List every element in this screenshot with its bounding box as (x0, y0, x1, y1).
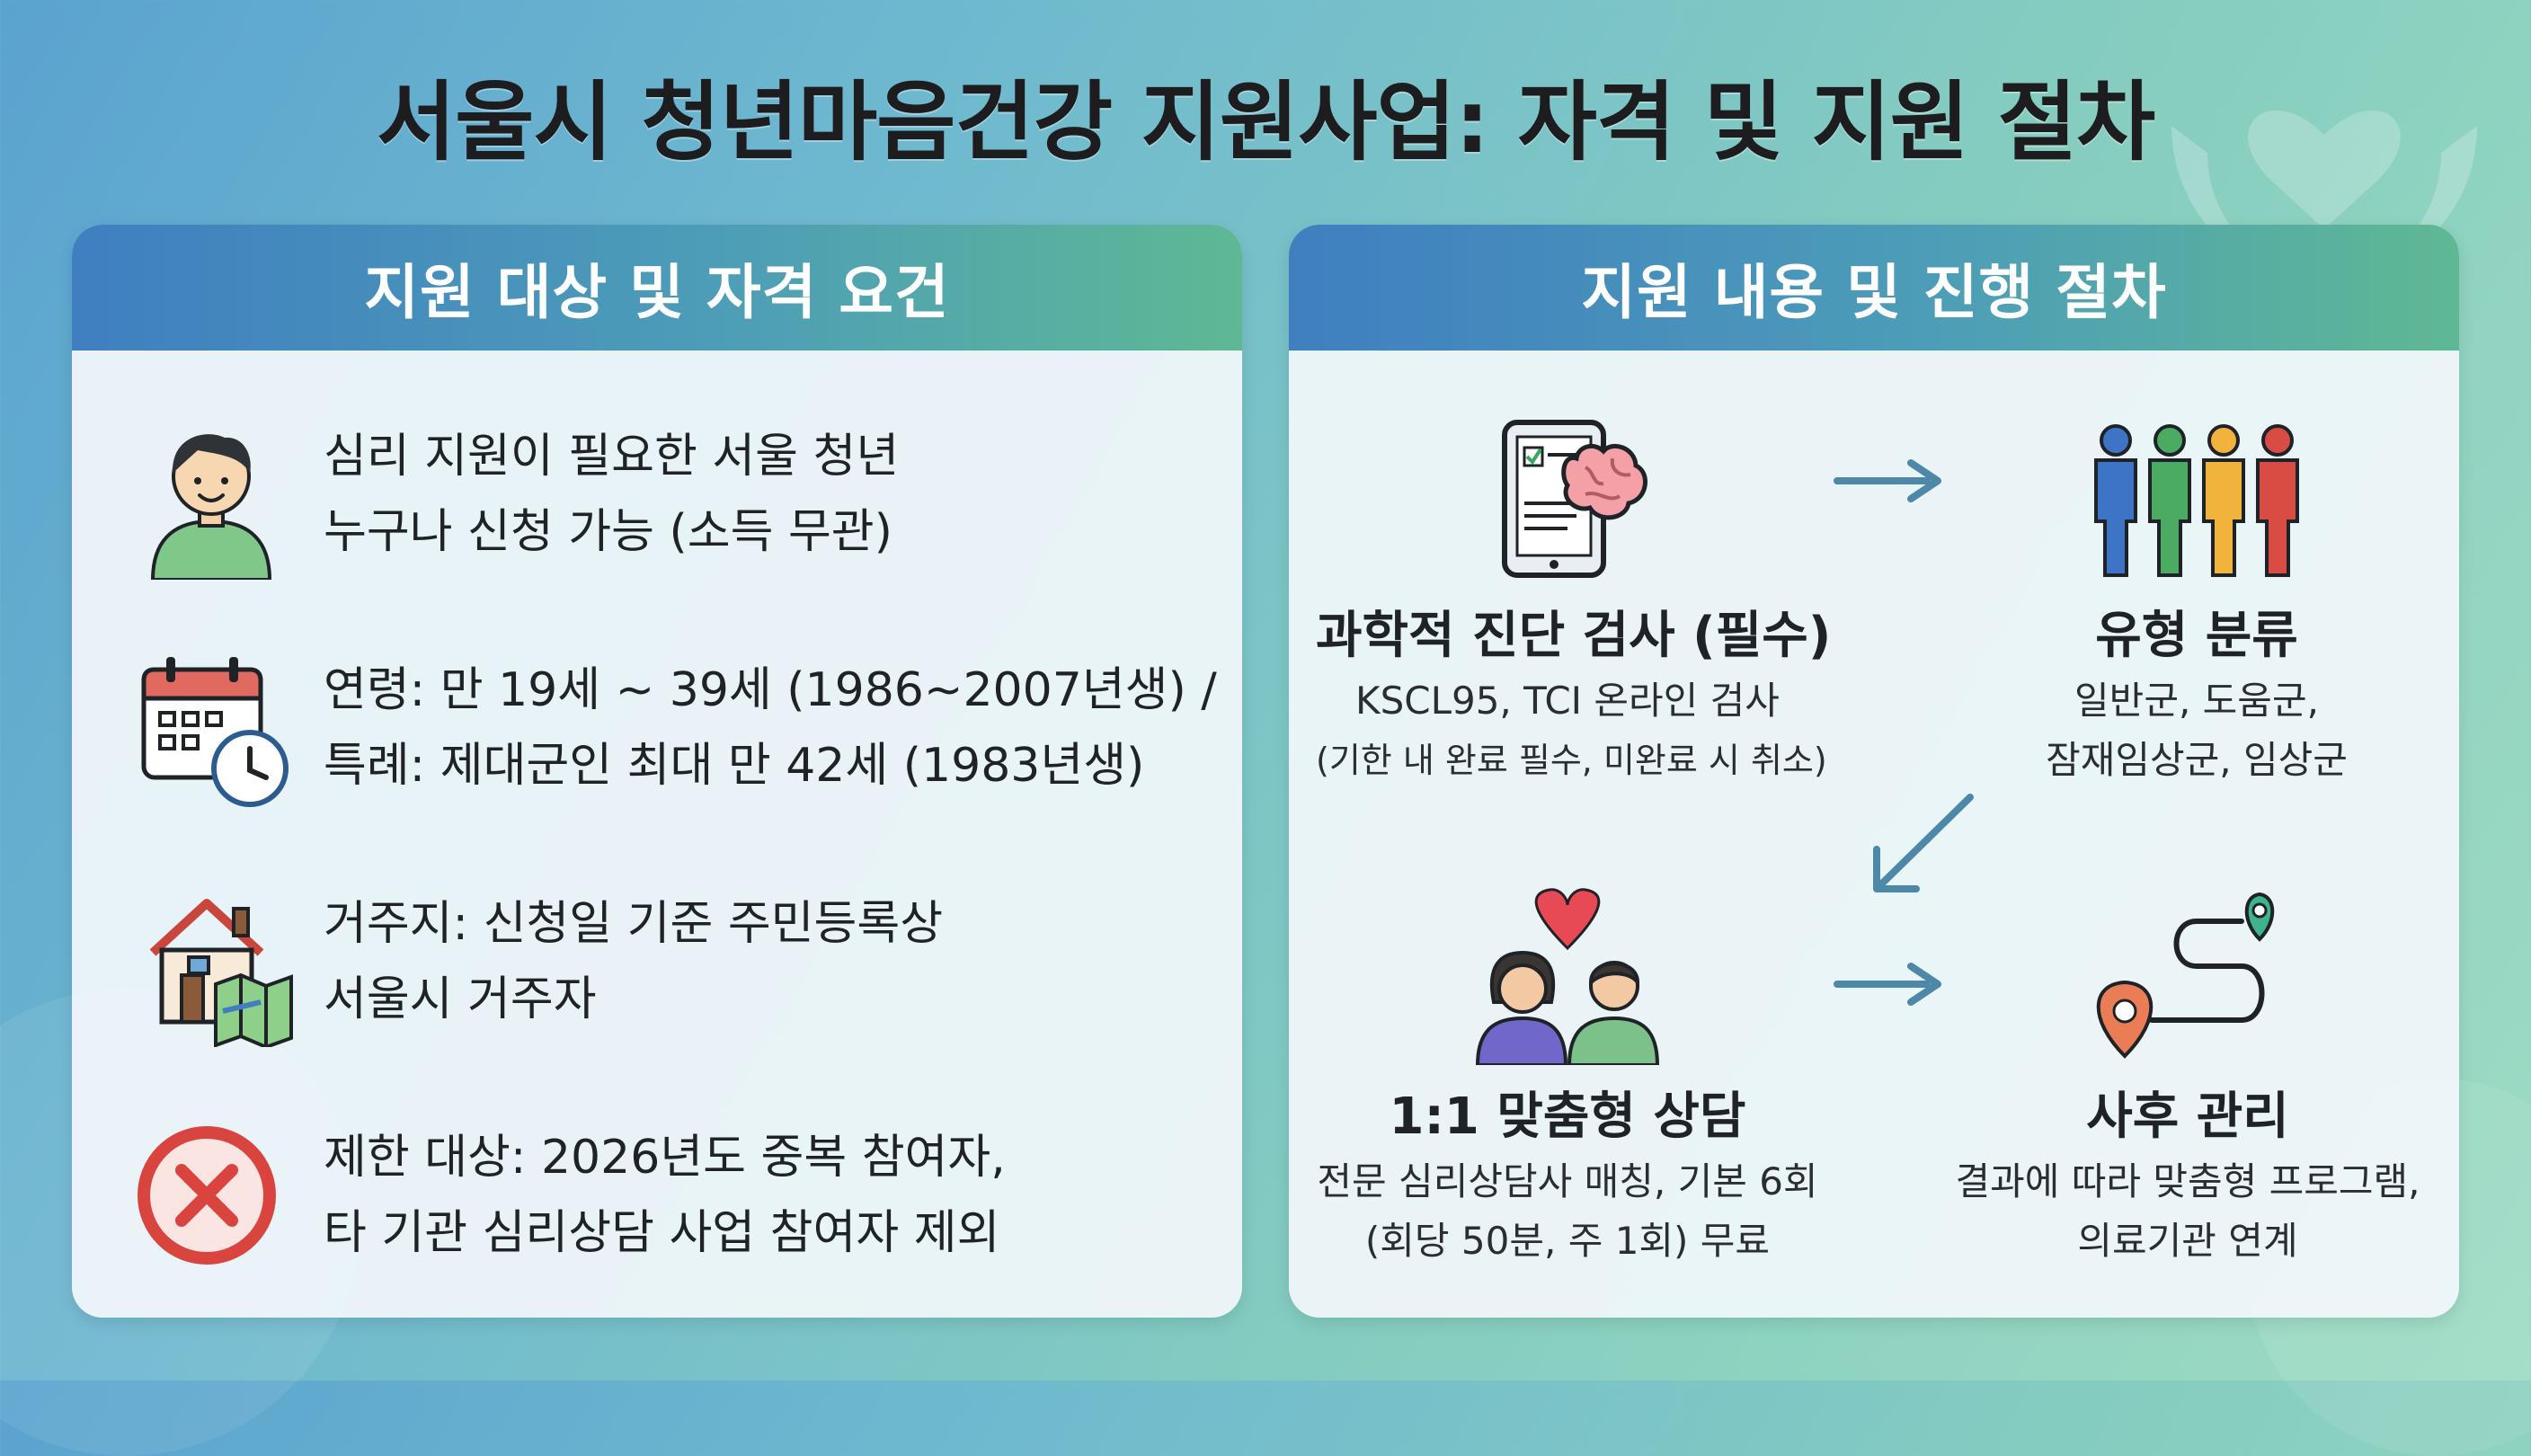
eligibility-item-residence: 거주지: 신청일 기준 주민등록상 서울시 거주자 (126, 872, 1206, 1052)
eligibility-text-line: 연령: 만 19세 ~ 39세 (1986~2007년생) / (324, 663, 1217, 717)
eligibility-text-line: 특례: 제대군인 최대 만 42세 (1983년생) (324, 739, 1145, 793)
eligibility-item-age: 연령: 만 19세 ~ 39세 (1986~2007년생) / 특례: 제대군인… (126, 638, 1217, 818)
step-counseling: 1:1 맞춤형 상담 전문 심리상담사 매칭, 기본 6회 (회당 50분, 주… (1316, 885, 1819, 1267)
procedure-panel: 지원 내용 및 진행 절차 과학적 진단 검사 (필수) KSCL95, TCI… (1289, 225, 2459, 1318)
arrow-right-icon (1834, 963, 1941, 1006)
eligibility-text-line: 누구나 신청 가능 (소득 무관) (324, 505, 893, 559)
arrow-down-left-icon (1873, 794, 1974, 892)
step-description: (회당 50분, 주 1회) 무료 (1364, 1219, 1771, 1263)
step-description: 결과에 따라 맞춤형 프로그램, (1955, 1159, 2420, 1203)
step-description: 의료기관 연계 (2077, 1219, 2298, 1263)
eligibility-text-line: 거주지: 신청일 기준 주민등록상 (324, 897, 944, 951)
eligibility-text-line: 제한 대상: 2026년도 중복 참여자, (324, 1131, 1006, 1185)
page-title: 서울시 청년마음건강 지원사업: 자격 및 지원 절차 (376, 72, 2155, 173)
tablet-brain-icon (1502, 420, 1647, 578)
step-title: 유형 분류 (2095, 607, 2298, 665)
step-title: 1:1 맞춤형 상담 (1389, 1088, 1746, 1146)
eligibility-panel-header: 지원 대상 및 자격 요건 (72, 225, 1242, 351)
route-pin-icon (2096, 892, 2275, 1059)
person-icon (150, 434, 272, 580)
eligibility-item-restriction: 제한 대상: 2026년도 중복 참여자, 타 기관 심리상담 사업 참여자 제… (126, 1105, 1206, 1285)
step-type-classification: 유형 분류 일반군, 도움군, 잠재임상군, 임상군 (1981, 413, 2412, 786)
step-description: (기한 내 완료 필수, 미완료 시 취소) (1316, 741, 1827, 780)
eligibility-item-youth: 심리 지원이 필요한 서울 청년 누구나 신청 가능 (소득 무관) (126, 404, 1206, 584)
step-description: 일반군, 도움군, (2074, 679, 2319, 723)
people-group-icon (2094, 424, 2299, 577)
x-circle-icon (138, 1126, 276, 1265)
step-diagnostic-test: 과학적 진단 검사 (필수) KSCL95, TCI 온라인 검사 (기한 내 … (1316, 404, 1832, 786)
eligibility-text-line: 서울시 거주자 (324, 972, 597, 1026)
step-follow-up: 사후 관리 결과에 따라 맞춤형 프로그램, 의료기관 연계 (1945, 885, 2430, 1267)
arrow-right-icon (1834, 459, 1941, 502)
counseling-heart-icon (1475, 888, 1660, 1065)
eligibility-text-line: 심리 지원이 필요한 서울 청년 (324, 430, 900, 484)
step-title: 과학적 진단 검사 (필수) (1316, 607, 1832, 665)
step-title: 사후 관리 (2086, 1088, 2289, 1146)
step-description: 전문 심리상담사 매칭, 기본 6회 (1317, 1159, 1818, 1203)
calendar-clock-icon (141, 657, 289, 807)
step-description: 잠재임상군, 임상군 (2046, 738, 2348, 782)
eligibility-text-line: 타 기관 심리상담 사업 참여자 제외 (324, 1206, 1000, 1260)
step-description: KSCL95, TCI 온라인 검사 (1355, 679, 1780, 723)
eligibility-panel: 지원 대상 및 자격 요건 심리 지원이 필요한 서울 청년 누구나 신청 가능… (72, 225, 1242, 1318)
house-map-icon (149, 899, 293, 1047)
procedure-panel-header: 지원 내용 및 진행 절차 (1289, 225, 2459, 351)
